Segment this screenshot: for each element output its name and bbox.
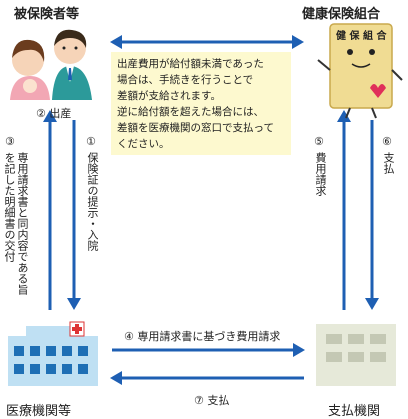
arrow-step-3 bbox=[43, 110, 57, 310]
arrow-insured-union bbox=[110, 35, 304, 49]
union-card-character bbox=[317, 23, 403, 119]
step-1-text: 保険証の提示・入院 bbox=[86, 152, 99, 251]
step-5-number: ⑤ bbox=[314, 135, 324, 148]
insured-label: 被保険者等 bbox=[14, 7, 80, 22]
medical-label: 医療機関等 bbox=[6, 404, 72, 419]
payment-building-illustration bbox=[316, 324, 396, 386]
note-line-3: 差額が支給されます。 bbox=[117, 90, 221, 102]
step-2-label: ② 出産 bbox=[36, 107, 72, 120]
union-label: 健康保険組合 bbox=[302, 7, 381, 22]
step-6-text: 支払 bbox=[382, 152, 395, 174]
step-4-label: ④ 専用請求書に基づき費用請求 bbox=[124, 330, 281, 343]
arrow-step-5 bbox=[337, 110, 351, 310]
note-line-6: ください。 bbox=[117, 138, 170, 150]
note-line-1: 出産費用が給付額未満であった bbox=[117, 58, 264, 70]
medical-building-illustration bbox=[8, 321, 98, 386]
payment-label: 支払機関 bbox=[328, 404, 381, 419]
step-1-number: ① bbox=[86, 135, 96, 148]
step-5-text: 費用請求 bbox=[314, 152, 327, 196]
arrow-step-6 bbox=[365, 120, 379, 310]
step-3-text-a: 専用請求書と同内容である旨 bbox=[16, 152, 29, 295]
insured-people-illustration bbox=[10, 29, 92, 100]
step-7-label: ⑦ 支払 bbox=[194, 394, 230, 407]
arrow-step-1 bbox=[67, 120, 81, 310]
difference-note: 出産費用が給付額未満であった 場合は、手続きを行うことで 差額が支給されます。 … bbox=[111, 52, 291, 155]
note-line-2: 場合は、手続きを行うことで bbox=[117, 74, 254, 86]
note-line-4: 逆に給付額を超えた場合には、 bbox=[117, 106, 264, 118]
step-3-number: ③ bbox=[5, 135, 15, 148]
step-3-text-b: を記した明細書の交付 bbox=[3, 152, 16, 262]
union-card-sign: 健 保 組 合 bbox=[336, 31, 387, 42]
arrow-step-7 bbox=[110, 371, 304, 385]
arrow-step-4 bbox=[112, 343, 305, 357]
note-line-5: 差額を医療機関の窓口で支払って bbox=[117, 122, 274, 134]
step-6-number: ⑥ bbox=[382, 135, 392, 148]
